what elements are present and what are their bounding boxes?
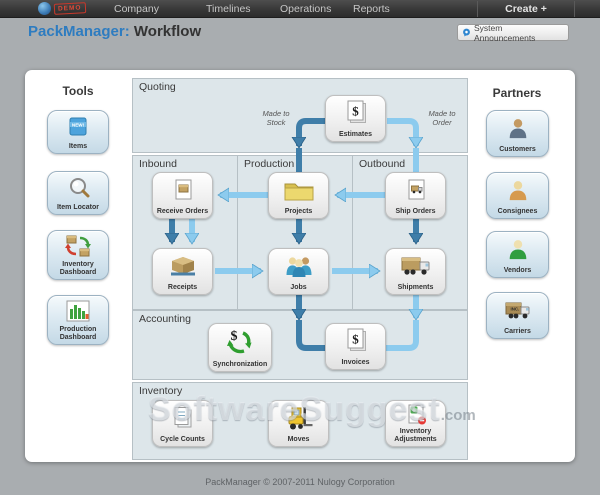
carrier-truck-icon: INC. bbox=[504, 293, 532, 328]
person-green-icon bbox=[506, 232, 530, 267]
section-label: Accounting bbox=[139, 313, 191, 325]
node-label: Ship Orders bbox=[395, 207, 436, 215]
svg-text:$: $ bbox=[231, 329, 238, 344]
partners-button-label: Carriers bbox=[504, 327, 531, 335]
tools-button-items[interactable]: NEW! Items bbox=[47, 110, 109, 154]
node-label: Estimates bbox=[338, 130, 373, 138]
bar-chart-icon bbox=[65, 296, 91, 326]
made-to-stock-note: Made to Stock bbox=[262, 109, 290, 127]
app-name: PackManager: bbox=[28, 23, 130, 40]
section-quoting: Quoting bbox=[132, 78, 468, 153]
node-shipments[interactable]: Shipments bbox=[385, 248, 446, 295]
node-moves[interactable]: Moves bbox=[268, 400, 329, 447]
partners-button-label: Consignees bbox=[497, 207, 538, 215]
person-orange-icon bbox=[506, 173, 530, 208]
tools-button-label: Items bbox=[68, 142, 88, 150]
node-ship-orders[interactable]: Ship Orders bbox=[385, 172, 446, 219]
node-label: Shipments bbox=[397, 283, 434, 291]
box-document-icon bbox=[170, 173, 196, 208]
inventory-cycle-icon bbox=[64, 231, 92, 261]
page-title: PackManager: Workflow bbox=[28, 23, 201, 40]
dollar-sync-icon: $ bbox=[225, 324, 255, 361]
adjustment-document-icon: + bbox=[403, 401, 429, 428]
magnifier-icon bbox=[66, 172, 90, 204]
workflow-diagram: Quoting Inbound Production Outbound Acco… bbox=[132, 78, 468, 462]
node-label: Synchronization bbox=[212, 360, 268, 368]
person-blue-icon bbox=[506, 111, 530, 146]
tools-button-label: Inventory Dashboard bbox=[59, 261, 97, 276]
node-projects[interactable]: Projects bbox=[268, 172, 329, 219]
section-accounting: Accounting bbox=[132, 310, 468, 380]
tools-button-label: Production Dashboard bbox=[59, 326, 97, 341]
partners-button-label: Customers bbox=[499, 145, 536, 153]
section-label: Outbound bbox=[359, 158, 406, 170]
tools-button-inventory-dashboard[interactable]: Inventory Dashboard bbox=[47, 230, 109, 280]
node-cycle-counts[interactable]: Cycle Counts bbox=[152, 400, 213, 447]
partners-button-consignees[interactable]: Consignees bbox=[486, 172, 549, 219]
page-name: Workflow bbox=[133, 23, 202, 40]
partners-button-carriers[interactable]: INC. Carriers bbox=[486, 292, 549, 339]
section-label: Inventory bbox=[139, 385, 183, 397]
node-label: Projects bbox=[284, 207, 313, 215]
made-to-order-note: Made to Order bbox=[428, 109, 456, 127]
node-label: Cycle Counts bbox=[160, 435, 205, 443]
partners-heading: Partners bbox=[492, 86, 542, 100]
system-announcements-label: System Announcements bbox=[474, 22, 536, 43]
speech-bubble-icon bbox=[463, 28, 470, 37]
nav-item-timelines[interactable]: Timelines bbox=[206, 3, 251, 15]
truck-icon bbox=[400, 249, 432, 284]
node-label: Invoices bbox=[341, 358, 370, 366]
create-menu-button[interactable]: Create + bbox=[505, 3, 547, 15]
node-label: Receive Orders bbox=[156, 207, 209, 215]
system-announcements-button[interactable]: System Announcements bbox=[457, 22, 569, 43]
partners-button-vendors[interactable]: Vendors bbox=[486, 231, 549, 278]
truck-document-icon bbox=[403, 173, 429, 208]
partners-button-label: Vendors bbox=[503, 266, 532, 274]
node-receipts[interactable]: Receipts bbox=[152, 248, 213, 295]
svg-text:+: + bbox=[411, 405, 416, 414]
section-label: Inbound bbox=[139, 158, 177, 170]
new-item-box-icon: NEW! bbox=[66, 111, 90, 143]
node-jobs[interactable]: Jobs bbox=[268, 248, 329, 295]
count-sheets-icon bbox=[170, 401, 196, 436]
forklift-icon bbox=[284, 401, 314, 436]
nav-item-company[interactable]: Company bbox=[114, 3, 159, 15]
node-label: Inventory Adjustments bbox=[394, 428, 437, 443]
dollar-document-icon: $ bbox=[343, 324, 369, 359]
node-synchronization[interactable]: $ Synchronization bbox=[208, 323, 272, 372]
tools-button-production-dashboard[interactable]: Production Dashboard bbox=[47, 295, 109, 345]
top-navbar: DEMO Company Timelines Operations Report… bbox=[0, 0, 600, 18]
tools-button-label: Item Locator bbox=[56, 203, 99, 211]
nav-separator bbox=[574, 1, 575, 17]
people-icon bbox=[284, 249, 314, 284]
node-inventory-adjustments[interactable]: + Inventory Adjustments bbox=[385, 400, 446, 447]
demo-stamp: DEMO bbox=[53, 2, 86, 15]
footer-copyright: PackManager © 2007-2011 Nulogy Corporati… bbox=[205, 477, 395, 487]
svg-text:$: $ bbox=[352, 104, 359, 119]
folder-icon bbox=[282, 173, 316, 208]
nav-item-reports[interactable]: Reports bbox=[353, 3, 390, 15]
dollar-document-icon: $ bbox=[343, 96, 369, 131]
node-invoices[interactable]: $ Invoices bbox=[325, 323, 386, 370]
node-label: Receipts bbox=[167, 283, 198, 291]
node-label: Moves bbox=[287, 435, 310, 443]
node-receive-orders[interactable]: Receive Orders bbox=[152, 172, 213, 219]
section-label: Production bbox=[244, 158, 295, 170]
svg-text:INC.: INC. bbox=[510, 307, 519, 312]
tools-button-item-locator[interactable]: Item Locator bbox=[47, 171, 109, 215]
nav-separator bbox=[477, 1, 478, 17]
pallet-icon bbox=[166, 249, 200, 284]
svg-text:$: $ bbox=[352, 332, 359, 347]
partners-button-customers[interactable]: Customers bbox=[486, 110, 549, 157]
node-estimates[interactable]: $ Estimates bbox=[325, 95, 386, 142]
tools-heading: Tools bbox=[62, 84, 94, 98]
app-logo-icon[interactable] bbox=[38, 2, 51, 15]
node-label: Jobs bbox=[290, 283, 307, 291]
section-label: Quoting bbox=[139, 81, 176, 93]
nav-item-operations[interactable]: Operations bbox=[280, 3, 332, 15]
svg-text:NEW!: NEW! bbox=[72, 122, 85, 127]
